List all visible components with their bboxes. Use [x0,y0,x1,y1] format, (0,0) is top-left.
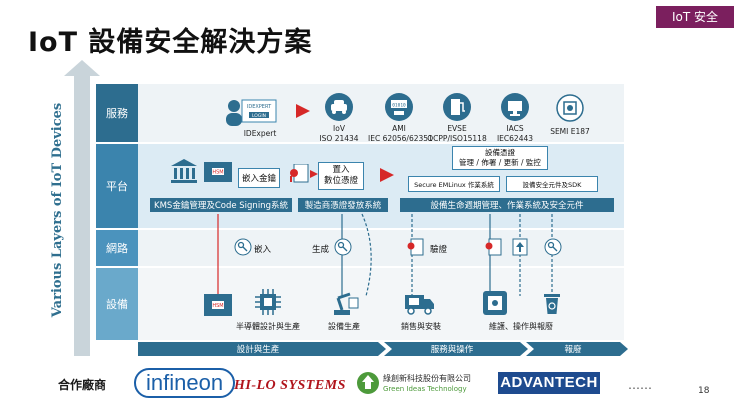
certificate-key-icon [290,164,309,183]
phase-arrows [138,342,628,356]
chip-icon [255,289,281,315]
key-icon [334,238,352,256]
partner-green-ideas-cn: 綠創新科技股份有限公司 [383,374,471,383]
arrow-right-icon [310,170,318,178]
partner-logo-hilo: HI-LO SYSTEMS [234,378,346,393]
device-maintenance-icon [483,291,507,315]
service-item-iacs: IACS IEC62443 [496,124,534,143]
key-inject-box: 嵌入金鑰 [238,168,280,188]
robot-arm-icon [334,292,359,315]
lifecycle-management-bar: 設備生命週期管理、作業系統及安全元件 [400,198,614,212]
device-label-chip: 半導體設計與生產 [236,322,300,331]
section-tag: IoT 安全 [656,6,734,28]
service-item-iov: IoV ISO 21434 [319,124,359,143]
key-icon [234,238,252,256]
device-hsm-label: HSM [212,303,223,309]
certificate-insert-box: 置入 數位憑證 [318,162,364,190]
meter-readout: 01010 [392,103,406,109]
more-partners: …… [628,378,652,392]
hsm-chip-icon: HSM [204,294,232,316]
car-icon [325,93,353,121]
layers-axis-arrow [64,60,100,356]
axis-label: Various Layers of IoT Devices [50,102,65,318]
bank-icon [171,159,197,183]
security-sdk-box: 設備安全元件及SDK [506,176,598,192]
page-title: IoT 設備安全解決方案 [28,27,313,58]
secure-os-box: Secure EMLinux 作業系統 [408,176,500,192]
phase-disposal: 報廢 [564,345,582,355]
lane-service: 服務 [96,84,624,142]
lane-label-network: 網路 [96,230,138,266]
network-label-embed: 嵌入 [254,245,272,255]
update-icon [512,238,528,256]
idexpert-icon-sub: LOGIN [252,113,266,119]
lane-label-service: 服務 [96,84,138,142]
service-item-evse: EVSE OCPP/ISO15118 [427,124,487,143]
phase-service-operation: 服務與操作 [430,345,474,355]
network-label-verify: 驗證 [430,245,448,255]
network-label-generate: 生成 [312,245,330,255]
recycle-bin-icon [544,294,560,314]
hsm-module-icon: HSM [204,162,232,182]
device-label-maintenance: 維護、操作與報廢 [489,322,553,331]
device-cert-management-box: 設備憑證 管理 / 佈署 / 更新 / 監控 [452,146,548,170]
device-label-production: 設備生產 [328,322,360,331]
phase-design-production: 設計與生產 [236,345,280,355]
partner-logo-infineon: infineon [134,368,236,398]
smart-meter-icon: 01010 [385,93,413,121]
idexpert-login-icon: IDEXPERT LOGIN [226,99,277,126]
certificate-key-icon [407,238,424,256]
lane-label-platform: 平台 [96,144,138,228]
certificate-key-icon [485,238,502,256]
service-item-semi: SEMI E187 [550,127,590,136]
delivery-truck-icon [405,295,434,315]
kms-signing-bar: KMS金鑰管理及Code Signing系統 [150,198,292,212]
lane-device: 設備 [96,268,624,340]
service-item-idexpert: IDExpert [243,129,277,138]
service-item-ami: AMI IEC 62056/62351 [368,124,433,143]
partners-label: 合作廠商 [58,378,107,392]
partner-green-ideas-en: Green Ideas Technology [383,385,467,393]
platform-hsm-label: HSM [212,170,223,176]
arrow-right-icon [296,104,310,118]
lane-network: 網路 [96,230,624,266]
green-ideas-logo-icon [357,372,379,394]
page-number: 18 [698,386,710,396]
partner-logo-advantech: ADVANTECH [498,372,600,394]
industrial-control-icon [501,93,529,121]
arrow-right-icon [380,168,394,182]
idexpert-icon-title: IDEXPERT [247,104,272,110]
semiconductor-equipment-icon [556,94,584,122]
ev-charger-icon [443,93,471,121]
device-label-sales: 銷售與安裝 [401,322,441,331]
key-icon [544,238,562,256]
lane-label-device: 設備 [96,268,138,340]
manufacturer-cert-bar: 製造商憑證發放系統 [298,198,388,212]
